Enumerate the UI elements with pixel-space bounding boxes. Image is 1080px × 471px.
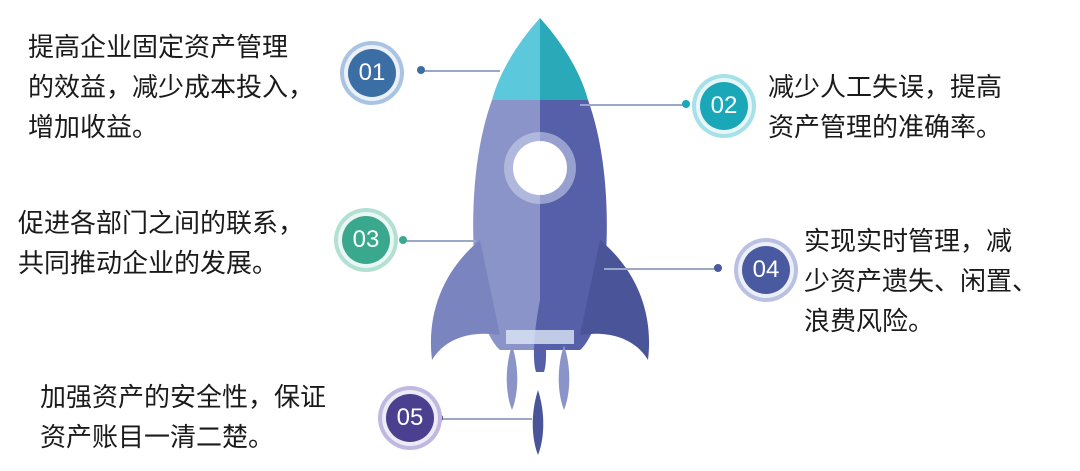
rocket-fin-left: [430, 240, 500, 360]
exhaust-flame-right: [558, 345, 570, 410]
connector-dot-04: [714, 264, 722, 272]
point-text-03: 促进各部门之间的联系， 共同推动企业的发展。: [18, 209, 305, 279]
exhaust-flame-left: [506, 345, 518, 410]
connector-line-04: [604, 268, 718, 270]
rocket-nose-left: [492, 18, 540, 100]
point-text-05: 加强资产的安全性，保证 资产账目一清二楚。: [40, 383, 327, 453]
badge-03: 03: [338, 212, 394, 268]
connector-line-01: [422, 70, 500, 72]
point-text-02: 减少人工失误，提高 资产管理的准确率。: [768, 73, 1003, 143]
connector-dot-01: [417, 66, 425, 74]
badge-04: 04: [738, 242, 794, 298]
connector-line-03: [404, 240, 476, 242]
connector-dot-05: [435, 414, 443, 422]
connector-line-02: [580, 104, 686, 106]
rocket-nose-right: [540, 18, 588, 100]
connector-line-05: [440, 418, 532, 420]
badge-01: 01: [344, 45, 400, 101]
point-text-01: 提高企业固定资产管理 的效益，减少成本投入， 增加收益。: [28, 33, 315, 143]
rocket-fin-right: [580, 240, 650, 360]
badge-05: 05: [382, 390, 438, 446]
rocket-window-glass: [513, 141, 567, 195]
badge-02: 02: [696, 78, 752, 134]
exhaust-glow: [506, 330, 574, 344]
point-text-04: 实现实时管理，减 少资产遗失、闲置、 浪费风险。: [804, 227, 1039, 337]
connector-dot-03: [399, 236, 407, 244]
connector-dot-02: [682, 100, 690, 108]
exhaust-flame-center: [532, 390, 544, 455]
